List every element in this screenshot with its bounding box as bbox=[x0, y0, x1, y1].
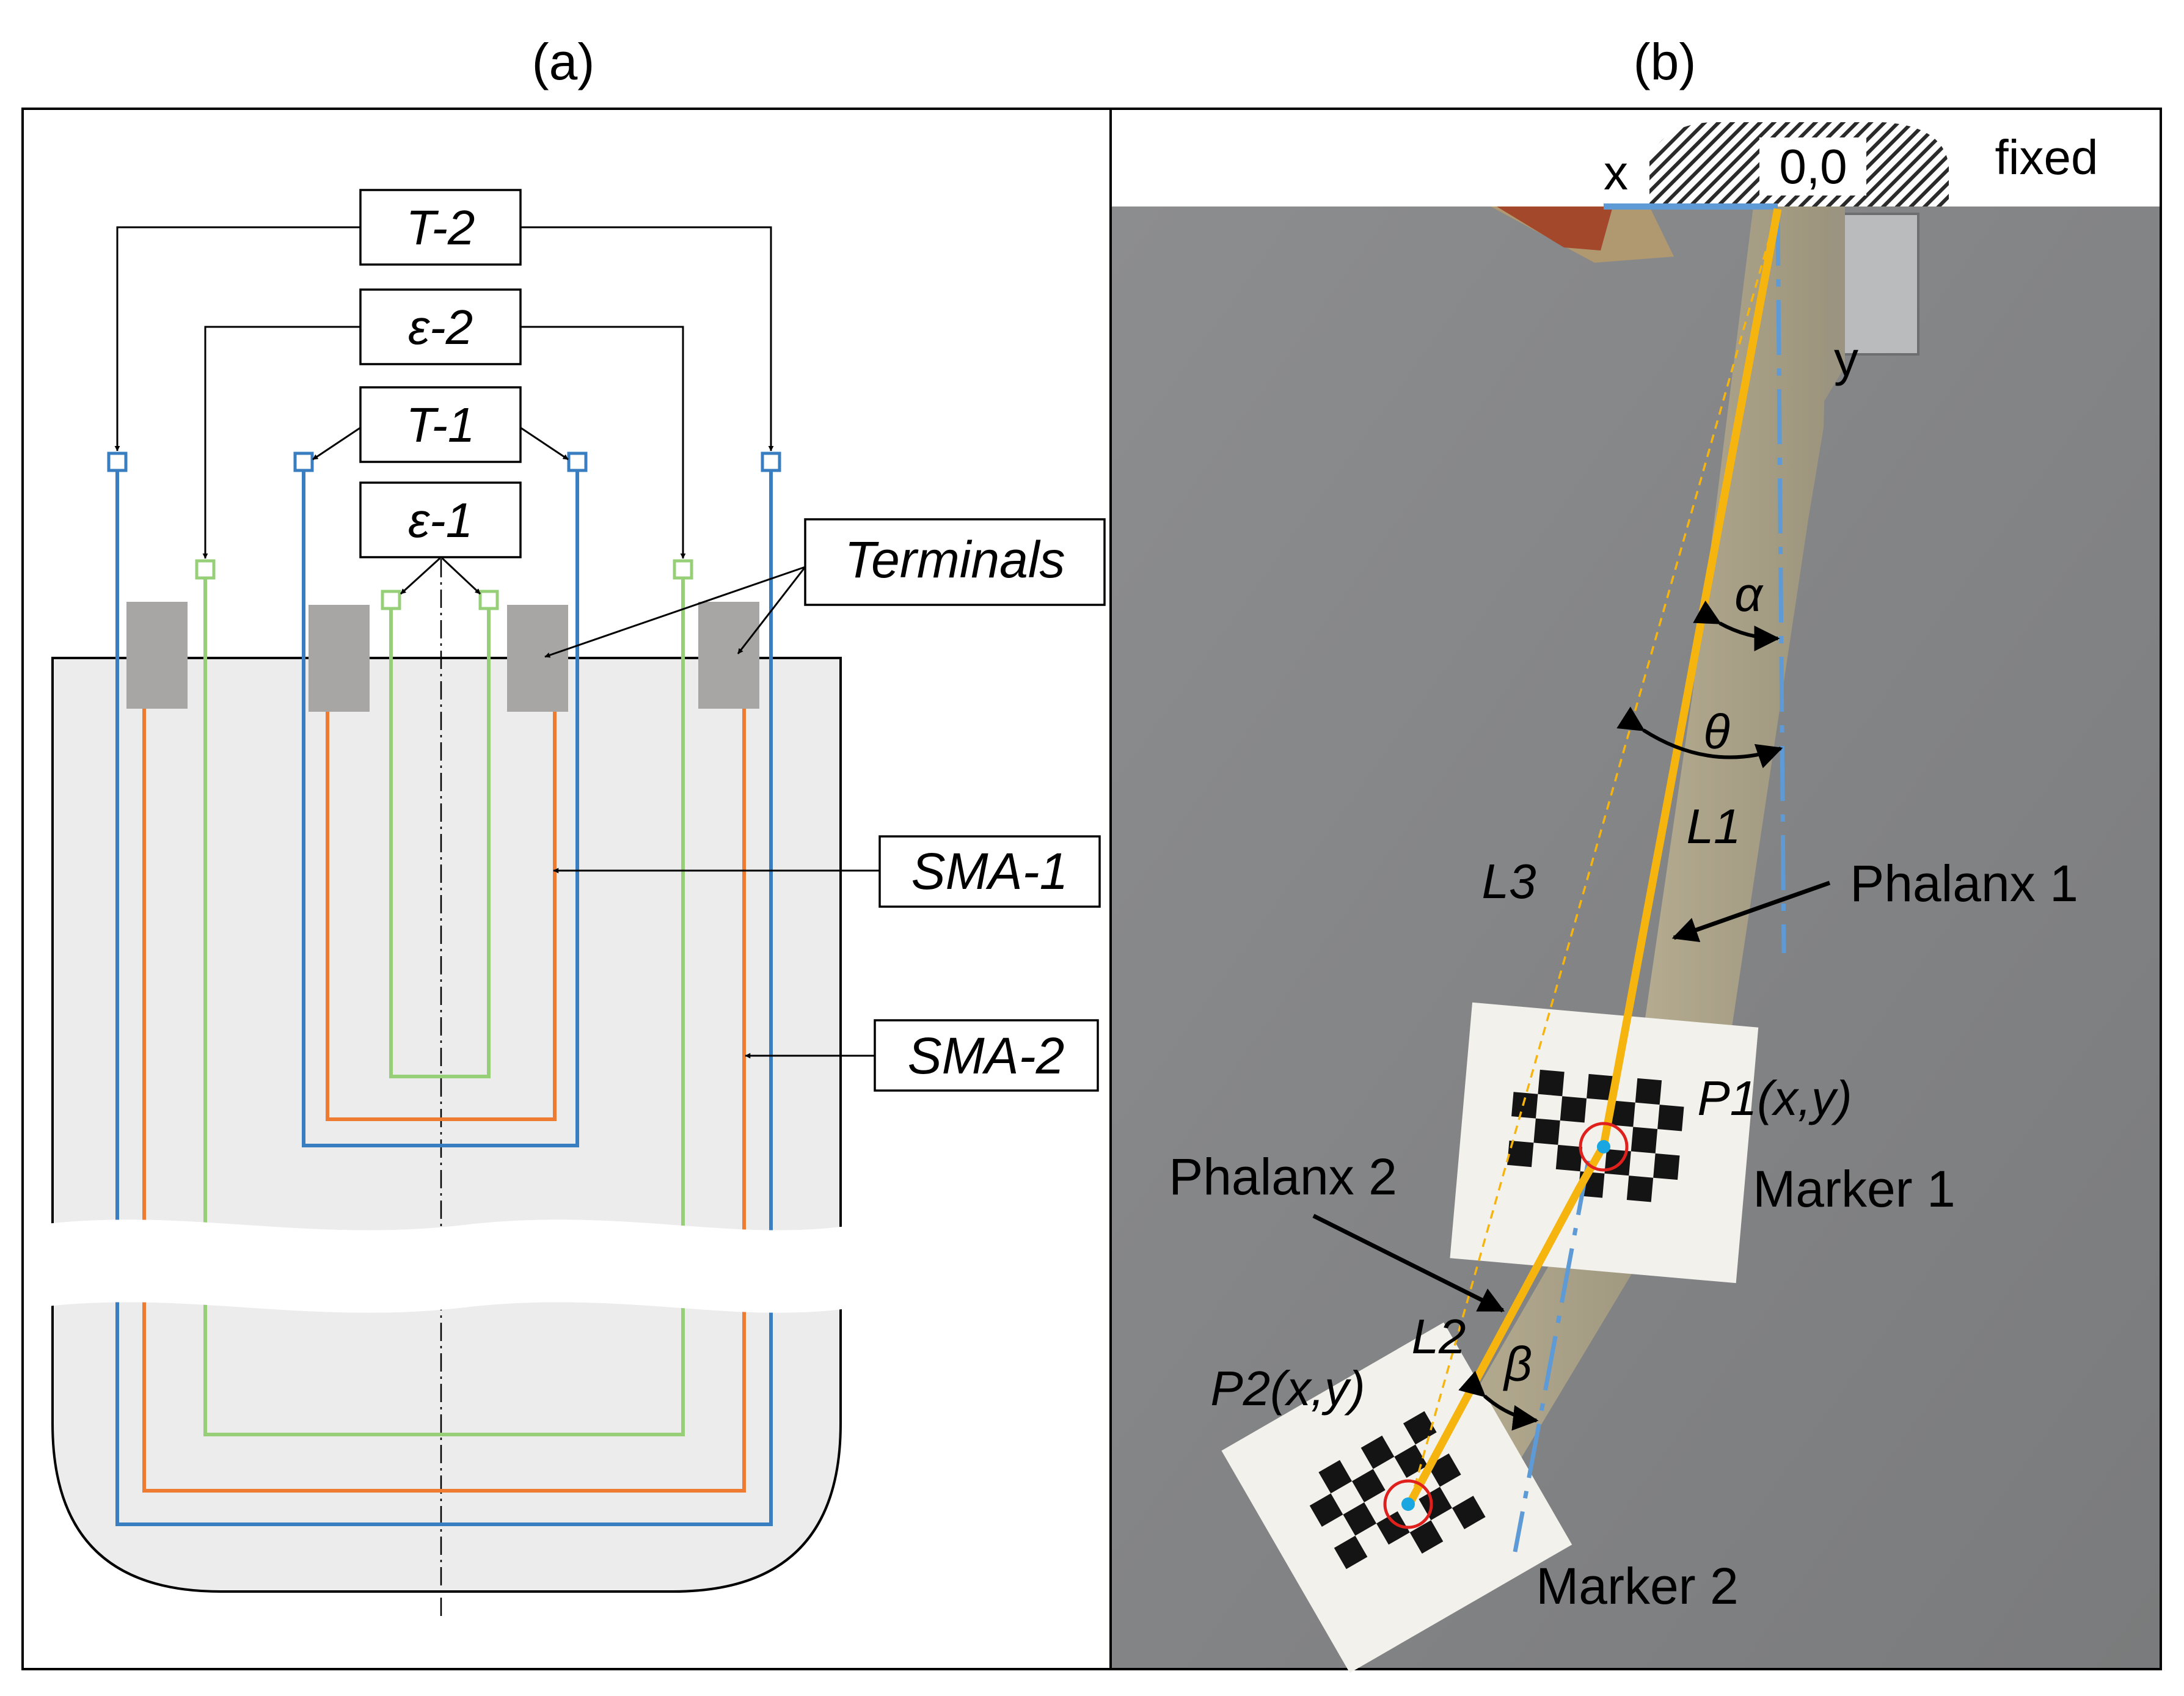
terminal-block-1 bbox=[126, 602, 188, 709]
sma1-label-box: SMA-1 bbox=[878, 835, 1101, 908]
fixed-label: fixed bbox=[1995, 130, 2098, 185]
p2-target-circle bbox=[1383, 1479, 1433, 1529]
vertical-reference-1 bbox=[1775, 210, 1786, 954]
l1-label: L1 bbox=[1687, 799, 1741, 853]
e2-label-box: ε-2 bbox=[359, 288, 522, 365]
temperature-wire-2 bbox=[115, 467, 773, 1526]
terminals-label: Terminals bbox=[844, 531, 1065, 588]
t1-label-box: T-1 bbox=[359, 386, 522, 463]
origin-label: 0,0 bbox=[1779, 139, 1847, 194]
phalanx-1-label: Phalanx 1 bbox=[1850, 855, 2078, 912]
t1-label: T-1 bbox=[406, 398, 475, 452]
p1-label: P1(x,y) bbox=[1697, 1071, 1852, 1125]
device-red-part bbox=[1497, 207, 1613, 250]
t1-left-terminal bbox=[293, 451, 314, 472]
p1-target-dot bbox=[1597, 1140, 1610, 1153]
phalanx-1-leader bbox=[1671, 880, 1831, 942]
terminal-block-4 bbox=[698, 602, 759, 709]
sma2-label: SMA-2 bbox=[908, 1027, 1065, 1084]
e1-label: ε-1 bbox=[408, 493, 473, 547]
p2-label: P2(x,y) bbox=[1210, 1361, 1365, 1416]
e1-leaders bbox=[400, 556, 481, 595]
p2-target-dot bbox=[1401, 1497, 1415, 1511]
sma-wire-1 bbox=[326, 709, 557, 1121]
e2-right-terminal bbox=[673, 559, 693, 580]
vertical-reference-2 bbox=[1513, 1160, 1591, 1552]
l2-label: L2 bbox=[1412, 1309, 1466, 1364]
alpha-arc bbox=[1693, 600, 1780, 651]
p1-target-circle bbox=[1579, 1122, 1629, 1172]
sma-wire-2 bbox=[142, 709, 746, 1493]
panel-a-wiring-diagram: (a) bbox=[21, 33, 1112, 1670]
terminal-block-2 bbox=[309, 605, 370, 712]
y-axis-label: y bbox=[1834, 332, 1858, 386]
e1-left-terminal bbox=[381, 590, 401, 610]
strain-wire-1 bbox=[389, 602, 491, 1078]
x-axis-label: x bbox=[1604, 145, 1628, 200]
panel-a-caption: (a) bbox=[532, 33, 595, 90]
theta-arc bbox=[1616, 706, 1783, 769]
e1-right-terminal bbox=[478, 590, 499, 610]
beta-arc bbox=[1458, 1370, 1539, 1431]
l3-line bbox=[1409, 208, 1779, 1504]
terminal-block-3 bbox=[507, 605, 568, 712]
t1-leaders bbox=[312, 426, 569, 461]
t2-right-terminal bbox=[761, 451, 781, 472]
panel-b-caption: (b) bbox=[1634, 33, 1696, 90]
sma2-label-box: SMA-2 bbox=[874, 1019, 1099, 1092]
sma1-label: SMA-1 bbox=[911, 843, 1068, 900]
panel-b-photo-analysis: (b) bbox=[1109, 33, 2162, 1673]
theta-label: θ bbox=[1703, 704, 1729, 759]
t2-left-terminal bbox=[107, 451, 128, 472]
e2-label: ε-2 bbox=[408, 300, 473, 354]
phalanx-2-label: Phalanx 2 bbox=[1169, 1148, 1397, 1205]
strain-wire-2 bbox=[203, 571, 685, 1436]
wire-break bbox=[37, 1219, 855, 1313]
t2-label: T-2 bbox=[406, 200, 475, 255]
terminals-label-box: Terminals bbox=[804, 518, 1106, 606]
terminals-leaders bbox=[544, 566, 806, 658]
e2-leaders bbox=[202, 326, 686, 559]
beta-label: β bbox=[1503, 1337, 1532, 1391]
t1-right-terminal bbox=[567, 451, 588, 472]
t2-label-box: T-2 bbox=[359, 189, 522, 266]
l3-label: L3 bbox=[1482, 854, 1536, 908]
temperature-wire-1 bbox=[302, 467, 579, 1147]
origin-label-bg bbox=[1759, 137, 1866, 196]
e1-label-box: ε-1 bbox=[359, 481, 522, 558]
panel-b-frame bbox=[1109, 108, 2162, 1670]
t2-leaders bbox=[114, 226, 774, 451]
alpha-label: α bbox=[1734, 567, 1764, 621]
marker-1-label: Marker 1 bbox=[1753, 1160, 1955, 1218]
e2-left-terminal bbox=[195, 559, 216, 580]
substrate-board bbox=[51, 657, 842, 1593]
phalanx-2-leader bbox=[1312, 1213, 1505, 1313]
marker-2-label: Marker 2 bbox=[1536, 1557, 1738, 1615]
